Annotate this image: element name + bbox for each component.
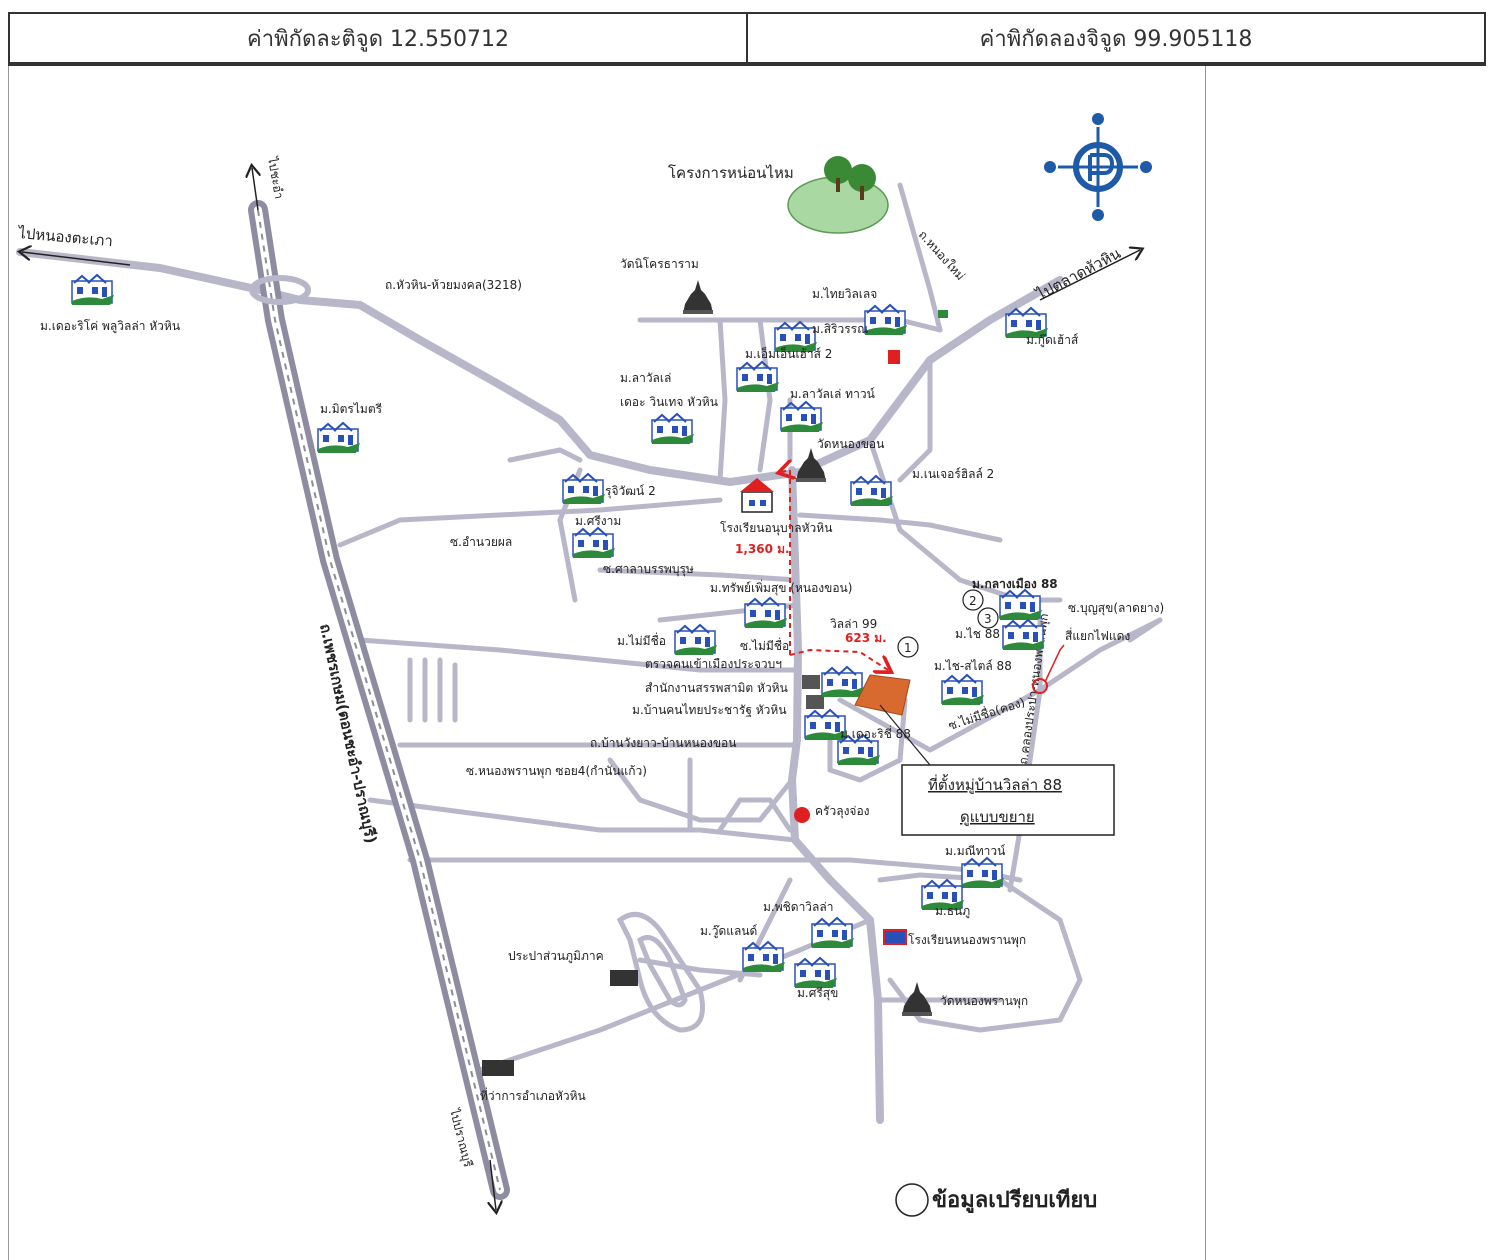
label-soi-nong-phran-phuk-4: ซ.หนองพรานพุก ซอย4(กำนันแก้ว)	[466, 764, 647, 779]
water-authority-track	[616, 911, 705, 1033]
label-distance-2: 623 ม.	[845, 631, 887, 645]
marker-1[interactable]: 1	[897, 636, 919, 658]
building-icon	[802, 675, 824, 709]
label-district-office: ที่ว่าการอำเภอหัวหิน	[480, 1087, 586, 1103]
compass-icon	[1044, 113, 1152, 221]
label-school-anuban: โรงเรียนอนุบาลหัวหิน	[720, 521, 832, 536]
label-village-wood-land: ม.วู๊ดแลนด์	[700, 924, 757, 939]
direction-arrows	[22, 168, 1140, 1210]
label-village-chai-style88: ม.ไช-สไตล์ 88	[934, 659, 1012, 673]
label-road-petchkasem: ถ.เพชรเกษม(ตอนชะอำ-ปราณบุรี)	[315, 622, 380, 845]
nong-mai-park	[787, 156, 889, 234]
traffic-light-icon	[1032, 678, 1048, 694]
label-soi-am-nuay-phon: ซ.อำนวยผล	[450, 535, 512, 549]
label-village-lavelle: ม.ลาวัลเล่	[620, 371, 671, 385]
label-school-nong-phran-phuk: โรงเรียนหนองพรานพุก	[908, 933, 1026, 948]
label-to-pranburi: ไปปราณบุรี	[446, 1106, 475, 1169]
latitude-cell: ค่าพิกัดละติจูด 12.550712	[247, 26, 509, 52]
label-krua-lung-chong: ครัวลุงจ่อง	[815, 804, 870, 819]
legend-circle-icon	[895, 1183, 929, 1217]
callout-leader	[879, 704, 931, 766]
label-village-lavelle-town: ม.ลาวัลเล่ ทาวน์	[790, 387, 875, 401]
gas-icon	[938, 310, 948, 318]
label-village-thanu: ม.ธนภู	[935, 904, 970, 919]
label-to-hua-hin-market: ไปตลาดหัวหิน	[1033, 244, 1124, 304]
label-soi-bun-suk: ซ.บุญสุข(ลาดยาง)	[1068, 601, 1164, 616]
longitude-cell: ค่าพิกัดลองจิจูด 99.905118	[746, 14, 1484, 62]
restaurant-icon	[794, 807, 810, 823]
label-office: สำนักงานสรรพสามิต หัวหิน	[645, 681, 788, 695]
store-icon	[888, 350, 900, 364]
callout-subtitle[interactable]: ดูแบบขยาย	[960, 808, 1035, 826]
legend: ข้อมูลเปรียบเทียบ	[895, 1183, 1097, 1217]
label-road-huahin-huaymongkol: ถ.หัวหิน-ห้วยมงคล(3218)	[385, 278, 522, 292]
svg-text:1: 1	[904, 641, 912, 655]
label-wat-nikhon: วัดนิโครธาราม	[620, 257, 699, 271]
label-village-siriwan: ม.สิริวรรณ	[812, 322, 868, 336]
map-frame	[8, 66, 1206, 1260]
coordinates-header: ค่าพิกัดละติจูด 12.550712 ค่าพิกัดลองจิจ…	[8, 12, 1486, 66]
label-village-good-house: ม.กู๊ดเฮ้าส์	[1026, 333, 1079, 348]
label-soi-sala: ซ.ศาลาบรรพบุรุษ	[603, 562, 694, 577]
label-soi-mai-mi-chue: ซ.ไม่มีชื่อ	[740, 637, 789, 653]
callout-title: ที่ตั้งหมู่บ้านวิลล่า 88	[928, 774, 1062, 794]
svg-text:3: 3	[984, 612, 992, 626]
label-village-sap-permsuk: ม.ทรัพย์เพิ่มสุข (หนองขอน)	[710, 579, 852, 596]
label-village-sri-ngam: ม.ศรีงาม	[575, 514, 621, 528]
village-markers: ม.เดอะริโค่ พลูวิลล่า หัวหิน ม.มิตรไมตรี…	[40, 274, 1079, 1001]
label-village-patcha-villa: ม.พชิดาวิลล่า	[763, 900, 834, 914]
label-village-the-rico: ม.เดอะริโค่ พลูวิลล่า หัวหิน	[40, 319, 180, 334]
label-village-the-ricci88: ม.เดอะริชี่ 88	[840, 725, 911, 741]
label-village-klang-mueang: ม.กลางเมือง 88	[972, 577, 1058, 591]
road-network	[16, 182, 1163, 1124]
label-village-rujiwat: รุจิวัฒน์ 2	[605, 484, 656, 499]
site-villa88[interactable]	[854, 674, 911, 716]
highway-petchkasem	[248, 200, 510, 1200]
label-to-nong-tapao: ไปหนองตะเภา	[17, 224, 114, 250]
label-village-mittraphap: ม.มิตรไมตรี	[320, 402, 383, 416]
label-village-mai-mi-chue: ม.ไม่มีชื่อ	[617, 632, 666, 648]
temple-icon	[683, 280, 713, 314]
label-village-em-n-house2: ม.เอ็มเอ็นเฮ้าส์ 2	[745, 346, 832, 361]
label-village-nature-hill: ม.เนเจอร์ฮิลล์ 2	[912, 467, 994, 481]
school-icon	[740, 478, 774, 513]
label-immigration: ตรวจคนเข้าเมืองประจวบฯ	[645, 657, 782, 671]
marker-2[interactable]: 2	[962, 589, 984, 611]
label-wat-nong-phran-phuk: วัดหนองพรานพุก	[940, 994, 1028, 1009]
label-village-chai88: ม.ไช 88	[955, 627, 1000, 641]
label-distance-1: 1,360 ม.	[735, 542, 790, 556]
distance-route: 1,360 ม. 623 ม.	[735, 470, 888, 670]
school-icon	[883, 929, 907, 945]
label-village-lavelle-sub: เดอะ วินเทจ หัวหิน	[620, 395, 718, 409]
marker-3[interactable]: 3	[977, 607, 999, 629]
road-nong-mai	[897, 182, 943, 333]
label-village-villa99: วิลล่า 99	[830, 617, 878, 631]
svg-text:2: 2	[969, 594, 977, 608]
label-wat-nong-khon: วัดหนองขอน	[817, 437, 884, 451]
site-callout[interactable]: ที่ตั้งหมู่บ้านวิลล่า 88 ดูแบบขยาย	[901, 764, 1115, 836]
label-village-manee-town: ม.มณีทาวน์	[945, 844, 1005, 858]
label-road-ban-wang-yao: ถ.บ้านวังยาว-บ้านหนองขอน	[590, 736, 736, 750]
label-to-cha-am: ไปชะอำ	[265, 155, 286, 200]
road-main-south	[788, 466, 884, 1124]
label-village-thai-village: ม.ไทยวิลเลจ	[812, 287, 877, 301]
road-huahin-huaymongkol	[16, 248, 1064, 486]
label-water-authority: ประปาส่วนภูมิภาค	[508, 949, 604, 964]
label-village-sri-suk: ม.ศรีสุข	[797, 986, 838, 1001]
district-office-icon	[482, 1060, 514, 1076]
legend-label: ข้อมูลเปรียบเทียบ	[932, 1188, 1097, 1214]
label-village-ban-khon-thai: ม.บ้านคนไทยประชารัฐ หัวหิน	[632, 703, 787, 717]
water-authority-icon	[610, 970, 638, 986]
label-traffic-light: สี่แยกไฟแดง	[1065, 627, 1130, 643]
label-nong-mai-project: โครงการหน่อนไหม	[668, 164, 794, 182]
